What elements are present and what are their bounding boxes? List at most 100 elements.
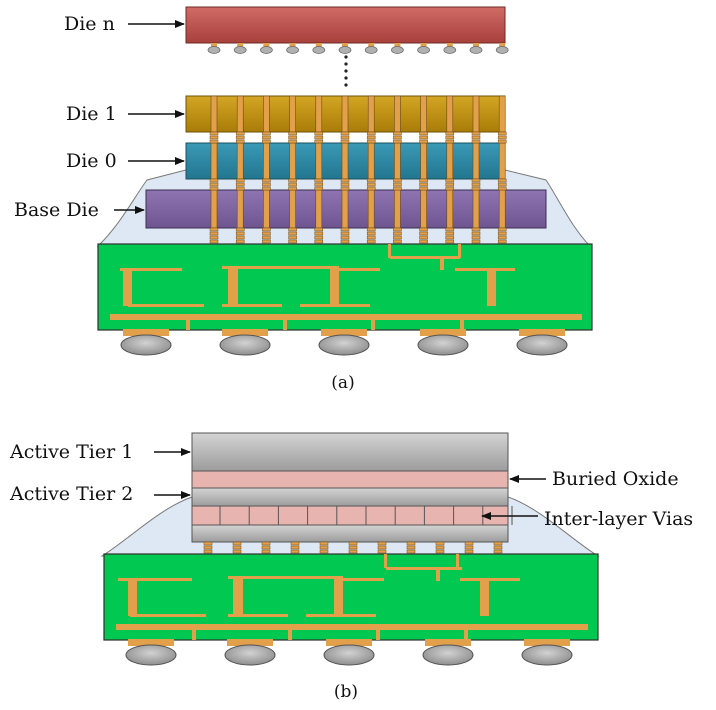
solder-ball: [417, 334, 469, 356]
micro-bump: [497, 178, 507, 183]
tsv: [394, 142, 401, 180]
solder-ball: [323, 644, 375, 666]
label-inter-layer-vias: Inter-layer Vias: [481, 508, 693, 530]
micro-bump: [348, 545, 358, 550]
micro-bump: [319, 545, 329, 550]
micro-bump: [203, 549, 213, 554]
bump-ball: [417, 46, 430, 54]
micro-bump: [393, 231, 402, 236]
tsv: [498, 95, 506, 133]
tsv: [263, 189, 270, 229]
bump-stem: [368, 43, 375, 47]
tsv: [263, 95, 270, 133]
micro-bump: [366, 135, 376, 140]
micro-bump: [261, 549, 271, 554]
label-base-die: Base Die: [14, 199, 145, 221]
micro-bump: [262, 186, 271, 191]
micro-bump: [209, 227, 219, 232]
micro-bump: [445, 131, 455, 136]
solder-ball: [219, 334, 271, 356]
bump-stem: [394, 43, 401, 47]
label-base-die-text: Base Die: [14, 199, 99, 221]
tsv: [394, 189, 401, 229]
micro-bump: [493, 545, 503, 550]
figure-a: Die n Die 1 Die 0 Base Die (a): [14, 6, 593, 393]
label-die-0: Die 0: [66, 150, 185, 172]
bump-ball: [338, 46, 352, 54]
bump-ball: [391, 46, 404, 54]
micro-bump: [262, 231, 271, 236]
micro-bump: [497, 139, 507, 144]
micro-bump: [393, 135, 402, 140]
micro-bump: [314, 182, 324, 187]
solder-ball: [318, 334, 370, 356]
tsv: [420, 142, 427, 180]
micro-bump: [497, 239, 507, 244]
micro-bump: [290, 549, 300, 554]
micro-bump: [209, 182, 219, 187]
micro-bump: [377, 549, 387, 554]
solder-balls-a: [120, 334, 568, 356]
tsv: [289, 189, 296, 229]
micro-bump: [262, 178, 271, 183]
micro-bump: [419, 235, 428, 240]
tsv-stack-a: [209, 95, 507, 244]
micro-bump: [497, 135, 507, 140]
micro-bump: [471, 186, 481, 191]
micro-bump: [209, 135, 219, 140]
label-active-tier-1-text: Active Tier 1: [9, 441, 133, 463]
substrate-b: [103, 553, 599, 666]
micro-bump: [314, 227, 324, 232]
micro-bump: [497, 186, 507, 191]
micro-bump: [393, 235, 402, 240]
micro-bump: [419, 135, 428, 140]
bump-stem: [289, 43, 296, 47]
micro-bump: [340, 135, 350, 140]
solder-ball: [422, 644, 474, 666]
micro-bump: [235, 139, 245, 144]
micro-bump: [493, 549, 503, 554]
micro-bump: [235, 235, 245, 240]
micro-bump: [209, 235, 219, 240]
micro-bump: [419, 139, 428, 144]
micro-bump: [445, 239, 455, 244]
caption-a: (a): [331, 373, 354, 393]
micro-bump: [232, 549, 242, 554]
micro-bump: [340, 231, 350, 236]
micro-bump: [209, 239, 219, 244]
bump-stem: [499, 43, 506, 47]
micro-bump: [288, 239, 297, 244]
micro-bump: [471, 231, 481, 236]
bump-ball: [469, 46, 483, 54]
micro-bump: [471, 135, 481, 140]
micro-bump: [493, 541, 503, 546]
micro-bump: [406, 549, 416, 554]
micro-bump: [377, 545, 387, 550]
micro-bump: [497, 227, 507, 232]
micro-bump: [471, 182, 481, 187]
micro-bump: [340, 178, 350, 183]
micro-bump: [497, 235, 507, 240]
tsv: [420, 189, 427, 229]
figure-b: Active Tier 1 Active Tier 2 Buried Oxide…: [9, 432, 693, 702]
tsv: [315, 142, 323, 180]
micro-bumps-b: [203, 541, 503, 554]
micro-bump: [209, 131, 219, 136]
solder-ball: [120, 334, 172, 356]
tsv: [498, 189, 506, 229]
micro-bump: [435, 549, 445, 554]
label-active-tier-1: Active Tier 1: [9, 441, 191, 463]
micro-bump: [288, 139, 297, 144]
micro-bump: [232, 545, 242, 550]
micro-bump: [340, 131, 350, 136]
micro-bump: [319, 549, 329, 554]
buried-oxide-layer: [191, 470, 509, 489]
bump-stem: [420, 43, 427, 47]
micro-bump: [288, 131, 297, 136]
tsv: [394, 95, 401, 133]
tsv: [210, 142, 218, 180]
solder-ball: [125, 644, 177, 666]
tsv: [341, 142, 349, 180]
micro-bump: [366, 227, 376, 232]
